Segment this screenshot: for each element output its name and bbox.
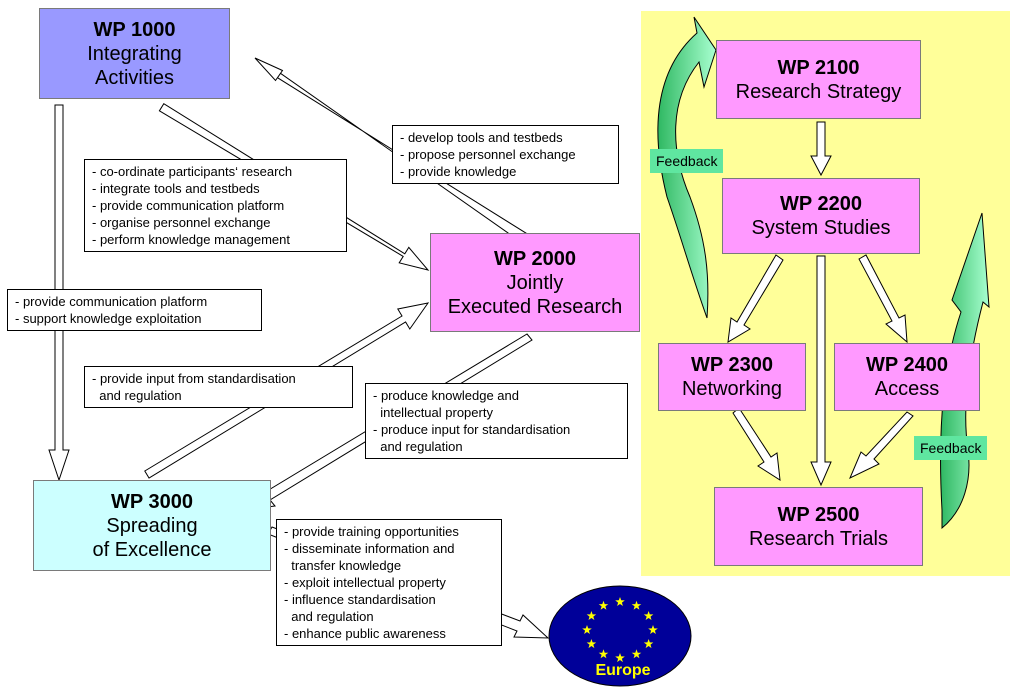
wp2100-line-1: Research Strategy: [735, 80, 902, 103]
wp3000-id: WP 3000: [111, 490, 193, 513]
note-line: - develop tools and testbeds: [400, 130, 563, 145]
note-line: - produce input for standardisation: [373, 422, 571, 437]
note-line: - provide knowledge: [400, 164, 517, 179]
note-line: and regulation: [284, 609, 374, 624]
europe-star-icon: [643, 611, 654, 620]
europe-star-icon: [598, 649, 609, 659]
europe-flag: [548, 585, 692, 687]
wp2200-id: WP 2200: [780, 193, 862, 215]
wp1000-box[interactable]: WP 1000 Integrating Activities: [39, 8, 230, 99]
europe-star-icon: [586, 611, 597, 620]
note-line: - provide communication platform: [15, 294, 208, 309]
wp3000-line-2: of Excellence: [92, 538, 212, 561]
wp2300-id: WP 2300: [691, 354, 773, 376]
feedback-label-bottom: Feedback: [914, 436, 988, 460]
note-wp1000-to-wp3000: - provide communication platform - suppo…: [7, 289, 262, 331]
note-line: transfer knowledge: [284, 558, 402, 573]
wp1000-line-1: Integrating: [87, 42, 182, 65]
wp1000-id: WP 1000: [93, 18, 176, 41]
europe-star-icon: [648, 625, 658, 634]
note-line: - organise personnel exchange: [92, 215, 271, 230]
wp2400-line-1: Access: [874, 378, 940, 400]
arrow-wp2400-to-wp2500: [849, 411, 914, 480]
europe-star-icon: [598, 600, 609, 610]
wp2000-id: WP 2000: [494, 247, 576, 270]
note-line: - enhance public awareness: [284, 626, 446, 641]
note-line: - produce knowledge and: [373, 388, 519, 403]
note-line: - co-ordinate participants‘ research: [92, 164, 293, 179]
europe-star-icon: [615, 597, 625, 606]
note-line: intellectual property: [373, 405, 493, 420]
arrow-wp2200-to-wp2300: [727, 254, 784, 343]
note-line: - provide communication platform: [92, 198, 285, 213]
wp2200-box[interactable]: WP 2200 System Studies: [722, 178, 920, 254]
wp3000-line-1: Spreading: [106, 514, 198, 537]
note-line: - propose personnel exchange: [400, 147, 576, 162]
note-wp2000-to-wp3000: - produce knowledge and intellectual pro…: [365, 383, 628, 459]
europe-star-icon: [582, 625, 592, 634]
note-line: and regulation: [92, 388, 182, 403]
wp2400-id: WP 2400: [866, 354, 948, 376]
note-wp2000-to-wp1000: - develop tools and testbeds - propose p…: [392, 125, 619, 184]
wp2500-id: WP 2500: [777, 503, 860, 526]
wp2000-line-1: Jointly: [506, 271, 564, 294]
wp2500-box[interactable]: WP 2500 Research Trials: [714, 487, 923, 566]
wp2000-line-2: Executed Research: [447, 295, 623, 318]
wp2300-line-1: Networking: [681, 378, 783, 400]
note-line: - perform knowledge management: [92, 232, 290, 247]
note-line: - integrate tools and testbeds: [92, 181, 260, 196]
europe-star-icon: [586, 639, 597, 649]
note-wp1000-to-wp2000: - co-ordinate participants‘ research - i…: [84, 159, 347, 252]
wp3000-box[interactable]: WP 3000 Spreading of Excellence: [33, 480, 271, 571]
feedback-label-top: Feedback: [650, 149, 724, 173]
note-line: and regulation: [373, 439, 463, 454]
note-line: - disseminate information and: [284, 541, 455, 556]
europe-star-icon: [631, 600, 642, 610]
arrow-wp2200-to-wp2500: [810, 255, 832, 487]
wp2300-box[interactable]: WP 2300 Networking: [658, 343, 806, 411]
wp2000-box[interactable]: WP 2000 Jointly Executed Research: [430, 233, 640, 332]
note-line: - influence standardisation: [284, 592, 436, 607]
wp2100-id: WP 2100: [777, 56, 860, 79]
wp2400-box[interactable]: WP 2400 Access: [834, 343, 980, 411]
arrow-wp2100-to-wp2200: [810, 121, 832, 177]
europe-star-icon: [631, 649, 642, 659]
note-line: - provide training opportunities: [284, 524, 459, 539]
wp1000-line-2: Activities: [95, 66, 174, 89]
wp2200-line-1: System Studies: [751, 217, 891, 239]
europe-star-icon: [643, 639, 654, 649]
note-line: - provide input from standardisation: [92, 371, 296, 386]
note-wp3000-to-europe: - provide training opportunities - disse…: [276, 519, 502, 646]
note-wp3000-to-wp2000: - provide input from standardisation and…: [84, 366, 353, 408]
wp2100-box[interactable]: WP 2100 Research Strategy: [716, 40, 921, 119]
note-line: - exploit intellectual property: [284, 575, 446, 590]
wp2500-line-1: Research Trials: [749, 527, 888, 550]
arrow-wp2300-to-wp2500: [732, 407, 781, 481]
note-line: - support knowledge exploitation: [15, 311, 202, 326]
europe-star-icon: [615, 653, 625, 663]
arrow-wp2200-to-wp2400: [858, 254, 908, 344]
europe-label: Europe: [595, 662, 651, 679]
